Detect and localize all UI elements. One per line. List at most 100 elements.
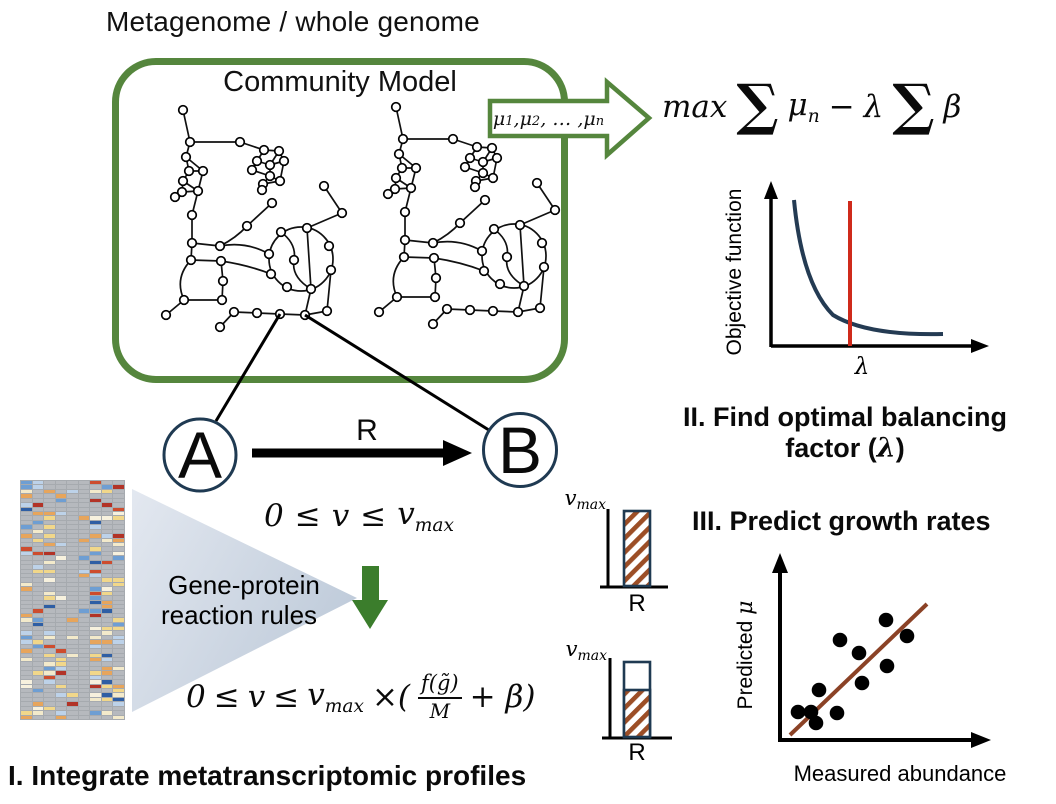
heatmap-cell <box>90 511 101 516</box>
heatmap-cell <box>44 511 55 516</box>
heatmap-cell <box>21 702 32 706</box>
heatmap-cell <box>21 675 32 680</box>
constraint-down-arrow <box>352 566 388 629</box>
heatmap-cell <box>21 503 32 507</box>
heatmap-cell <box>78 609 90 613</box>
heatmap-cell <box>78 565 90 569</box>
flux-bar-full: vmax R <box>565 486 668 617</box>
heatmap-cell <box>55 666 67 671</box>
heatmap-cell <box>44 520 55 525</box>
heatmap-cell <box>113 609 124 613</box>
heatmap-cell <box>44 684 55 689</box>
heatmap-cell <box>90 503 101 507</box>
heatmap-cell <box>21 507 32 511</box>
heatmap-cell <box>90 649 101 653</box>
heatmap-cell <box>32 494 44 498</box>
heatmap-cell <box>90 569 101 573</box>
heatmap-cell <box>55 622 67 627</box>
heatmap-cell <box>44 604 55 609</box>
heatmap-cell <box>67 706 78 711</box>
heatmap-cell <box>90 671 101 675</box>
heatmap-cell <box>90 662 101 666</box>
heatmap-cell <box>67 684 78 689</box>
heatmap-cell <box>55 635 67 640</box>
gpr-line2: reaction rules <box>161 600 317 630</box>
heatmap-cell <box>32 671 44 675</box>
heatmap-cell <box>78 618 90 622</box>
scatter-xlabel: Measured abundance <box>794 761 1007 786</box>
heatmap-cell <box>113 582 124 587</box>
heatmap-cell <box>78 538 90 542</box>
heatmap-cell <box>90 613 101 618</box>
heatmap-cell <box>21 631 32 635</box>
heatmap-cell <box>90 666 101 671</box>
heatmap-cell <box>101 582 113 587</box>
heatmap-cell <box>21 666 32 671</box>
heatmap-cell <box>78 587 90 591</box>
heatmap-cell <box>113 706 124 711</box>
heatmap-cell <box>67 640 78 644</box>
heatmap-cell <box>101 631 113 635</box>
heatmap-cell <box>55 485 67 489</box>
heatmap-cell <box>44 534 55 538</box>
heatmap-cell <box>21 525 32 529</box>
heatmap-cell <box>78 503 90 507</box>
heatmap-cell <box>32 706 44 711</box>
heatmap-cell <box>55 547 67 551</box>
heatmap-cell <box>113 569 124 573</box>
heatmap-cell <box>78 560 90 565</box>
heatmap-cell <box>67 507 78 511</box>
objective-curve <box>792 199 944 337</box>
node-b-label: B <box>498 413 542 487</box>
heatmap-cell <box>113 627 124 631</box>
heatmap-cell <box>32 520 44 525</box>
metabolite-node-a <box>162 417 238 493</box>
heatmap-cell <box>67 635 78 640</box>
heatmap-cell <box>113 635 124 640</box>
heatmap-cell <box>44 613 55 618</box>
heatmap <box>20 480 125 720</box>
heatmap-cell <box>21 569 32 573</box>
heatmap-cell <box>101 489 113 494</box>
heatmap-cell <box>32 511 44 516</box>
heatmap-cell <box>90 565 101 569</box>
heatmap-cell <box>113 697 124 702</box>
heatmap-cell <box>67 671 78 675</box>
heatmap-cell <box>44 653 55 658</box>
heatmap-cell <box>32 534 44 538</box>
scatter-dot <box>811 682 827 698</box>
heatmap-cell <box>113 534 124 538</box>
heatmap-cell <box>32 613 44 618</box>
heatmap-cell <box>113 551 124 556</box>
heatmap-cell <box>21 582 32 587</box>
heatmap-cell <box>44 702 55 706</box>
heatmap-cell <box>67 649 78 653</box>
heatmap-cell <box>113 631 124 635</box>
heatmap-cell <box>21 494 32 498</box>
heatmap-cell <box>67 538 78 542</box>
heatmap-cell <box>90 538 101 542</box>
heatmap-cell <box>44 635 55 640</box>
heatmap-cell <box>55 702 67 706</box>
heatmap-cell <box>55 511 67 516</box>
heatmap-cell <box>113 542 124 547</box>
heatmap-cell <box>67 600 78 604</box>
heatmap-cell <box>113 507 124 511</box>
bar-bottom-xlabel: R <box>628 739 645 766</box>
heatmap-cell <box>90 498 101 503</box>
heatmap-cell <box>21 516 32 520</box>
heatmap-cell <box>67 644 78 649</box>
heatmap-cell <box>78 711 90 715</box>
heatmap-cell <box>21 609 32 613</box>
heatmap-cell <box>67 596 78 600</box>
heatmap-cell <box>44 689 55 693</box>
heatmap-cell <box>90 520 101 525</box>
heatmap-cell <box>55 534 67 538</box>
heatmap-cell <box>55 649 67 653</box>
heatmap-cell <box>113 604 124 609</box>
heatmap-cell <box>78 485 90 489</box>
heatmap-cell <box>21 693 32 697</box>
heatmap-cell <box>90 529 101 534</box>
heatmap-cell <box>44 627 55 631</box>
